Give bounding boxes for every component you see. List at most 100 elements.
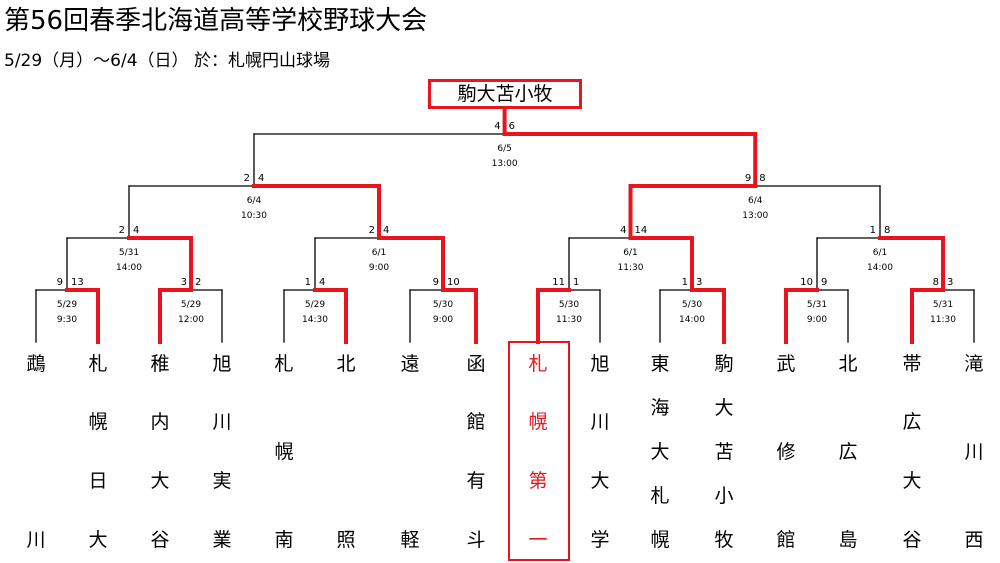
score-left: 1 <box>870 225 876 236</box>
team-name-char: 苫 <box>714 441 734 463</box>
team-name-char: 業 <box>212 529 232 551</box>
team-name-char: 南 <box>274 529 294 551</box>
match-time: 11:30 <box>618 263 644 273</box>
match-date: 6/1 <box>873 248 887 258</box>
match-time: 10:30 <box>241 211 267 221</box>
score-left: 2 <box>369 225 375 236</box>
team-name-char: 一 <box>528 529 548 551</box>
match-time: 14:00 <box>116 263 142 273</box>
team-name: 稚内大谷 <box>140 352 180 557</box>
score-right: 13 <box>71 277 84 288</box>
team-name-char: 谷 <box>150 529 170 551</box>
team-name: 旭川大学 <box>580 352 620 557</box>
score-right: 14 <box>635 225 648 236</box>
team-name-char: 広 <box>838 441 858 463</box>
team-name-char: 鵡 <box>26 353 46 375</box>
match-date: 6/4 <box>247 196 262 206</box>
team-name-char: 有 <box>466 470 486 492</box>
highlighted-team-box <box>508 341 570 561</box>
team-name-char: 稚 <box>150 353 170 375</box>
score-left: 1 <box>305 277 311 288</box>
team-name-char: 札 <box>88 353 108 375</box>
team-name-char: 斗 <box>466 529 486 551</box>
score-right: 3 <box>947 277 953 288</box>
team-name-char: 日 <box>88 470 108 492</box>
champion-box: 駒大苫小牧 <box>428 79 582 109</box>
team-name: 帯広大谷 <box>892 352 932 557</box>
team-name-char: 大 <box>714 397 734 419</box>
match-time: 14:00 <box>679 315 705 325</box>
match-date: 5/31 <box>119 248 139 258</box>
team-name: 武修館 <box>766 352 806 557</box>
team-name-char: 幌 <box>88 411 108 433</box>
team-name-char: 広 <box>902 411 922 433</box>
score-left: 9 <box>57 277 63 288</box>
match-date: 6/1 <box>623 248 637 258</box>
team-name-char: 照 <box>336 529 356 551</box>
match-time: 13:00 <box>492 159 518 169</box>
score-right: 8 <box>759 173 765 184</box>
match-date: 5/30 <box>433 300 453 310</box>
team-name-char: 東 <box>650 353 670 375</box>
match-date: 5/30 <box>682 300 702 310</box>
match-time: 11:30 <box>930 315 956 325</box>
team-name-char: 島 <box>838 529 858 551</box>
score-left: 1 <box>682 277 688 288</box>
match-time: 13:00 <box>742 211 768 221</box>
score-right: 1 <box>573 277 579 288</box>
team-name-char: 幌 <box>650 529 670 551</box>
team-name-char: 函 <box>466 353 486 375</box>
match-date: 5/29 <box>57 300 77 310</box>
match-date: 6/5 <box>497 144 511 154</box>
score-left: 2 <box>244 173 250 184</box>
score-left: 9 <box>745 173 751 184</box>
score-left: 2 <box>119 225 125 236</box>
team-name-char: 実 <box>212 470 232 492</box>
team-name: 北照 <box>326 352 366 557</box>
team-name-char: 川 <box>590 411 610 433</box>
score-left: 8 <box>933 277 939 288</box>
team-name: 函館有斗 <box>456 352 496 557</box>
team-name-char: 第 <box>528 470 548 492</box>
team-name-char: 学 <box>590 529 610 551</box>
score-right: 4 <box>133 225 139 236</box>
match-date: 5/31 <box>933 300 953 310</box>
team-name-char: 旭 <box>590 353 610 375</box>
team-name-char: 川 <box>212 411 232 433</box>
team-name-char: 大 <box>88 529 108 551</box>
team-name: 遠軽 <box>390 352 430 557</box>
team-name: 滝川西 <box>954 352 994 557</box>
team-name-char: 大 <box>590 470 610 492</box>
team-name-char: 館 <box>466 411 486 433</box>
match-time: 9:00 <box>369 263 389 273</box>
team-name-char: 駒 <box>714 353 734 375</box>
score-left: 10 <box>800 277 813 288</box>
team-name-char: 幌 <box>528 411 548 433</box>
score-right: 9 <box>821 277 827 288</box>
match-time: 14:30 <box>302 315 328 325</box>
team-name: 札幌日大 <box>78 352 118 557</box>
score-left: 4 <box>620 225 626 236</box>
tournament-dates-venue: 5/29（月）～6/4（日） 於：札幌円山球場 <box>4 51 330 71</box>
match-time: 9:30 <box>57 315 77 325</box>
match-time: 12:00 <box>178 315 204 325</box>
team-name-char: 幌 <box>274 441 294 463</box>
team-name-char: 海 <box>650 397 670 419</box>
team-name-char: 大 <box>902 470 922 492</box>
match-date: 5/31 <box>807 300 827 310</box>
team-name-char: 旭 <box>212 353 232 375</box>
team-name-char: 川 <box>26 529 46 551</box>
score-left: 9 <box>433 277 439 288</box>
team-name-char: 谷 <box>902 529 922 551</box>
team-name-char: 軽 <box>400 529 420 551</box>
team-name: 北広島 <box>828 352 868 557</box>
team-name-char: 札 <box>274 353 294 375</box>
team-name-char: 川 <box>964 441 984 463</box>
team-name: 札幌第一 <box>518 352 558 557</box>
team-name-char: 牧 <box>714 529 734 551</box>
team-name-char: 小 <box>714 485 734 507</box>
match-time: 14:00 <box>867 263 893 273</box>
team-name-char: 内 <box>150 411 170 433</box>
